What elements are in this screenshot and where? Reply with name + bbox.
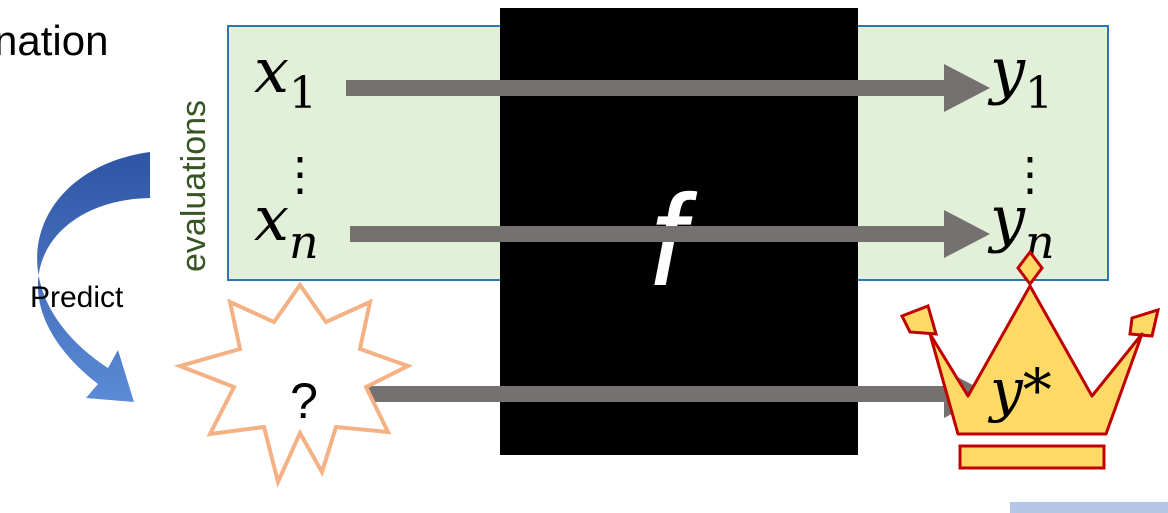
y1-label: y1 (987, 34, 1053, 119)
best-label: y* (987, 356, 1052, 424)
title-fragment: nation (0, 17, 108, 64)
output-dots: ⋮ (1007, 147, 1053, 201)
star-icon (173, 281, 414, 489)
xn-label: xn (254, 182, 319, 269)
arrow-x1-to-y1 (346, 64, 990, 112)
query-label: ? (290, 373, 318, 429)
predict-label: Predict (30, 281, 124, 314)
evaluations-label: evaluations (175, 100, 213, 272)
arrow-xn-to-yn (350, 210, 990, 258)
input-dots: ⋮ (277, 147, 323, 201)
curved-arrow-icon (37, 152, 150, 402)
corner-box (1010, 502, 1168, 513)
x1-label: x1 (254, 34, 317, 119)
yn-label: yn (987, 182, 1055, 269)
crown-icon (899, 249, 1161, 470)
